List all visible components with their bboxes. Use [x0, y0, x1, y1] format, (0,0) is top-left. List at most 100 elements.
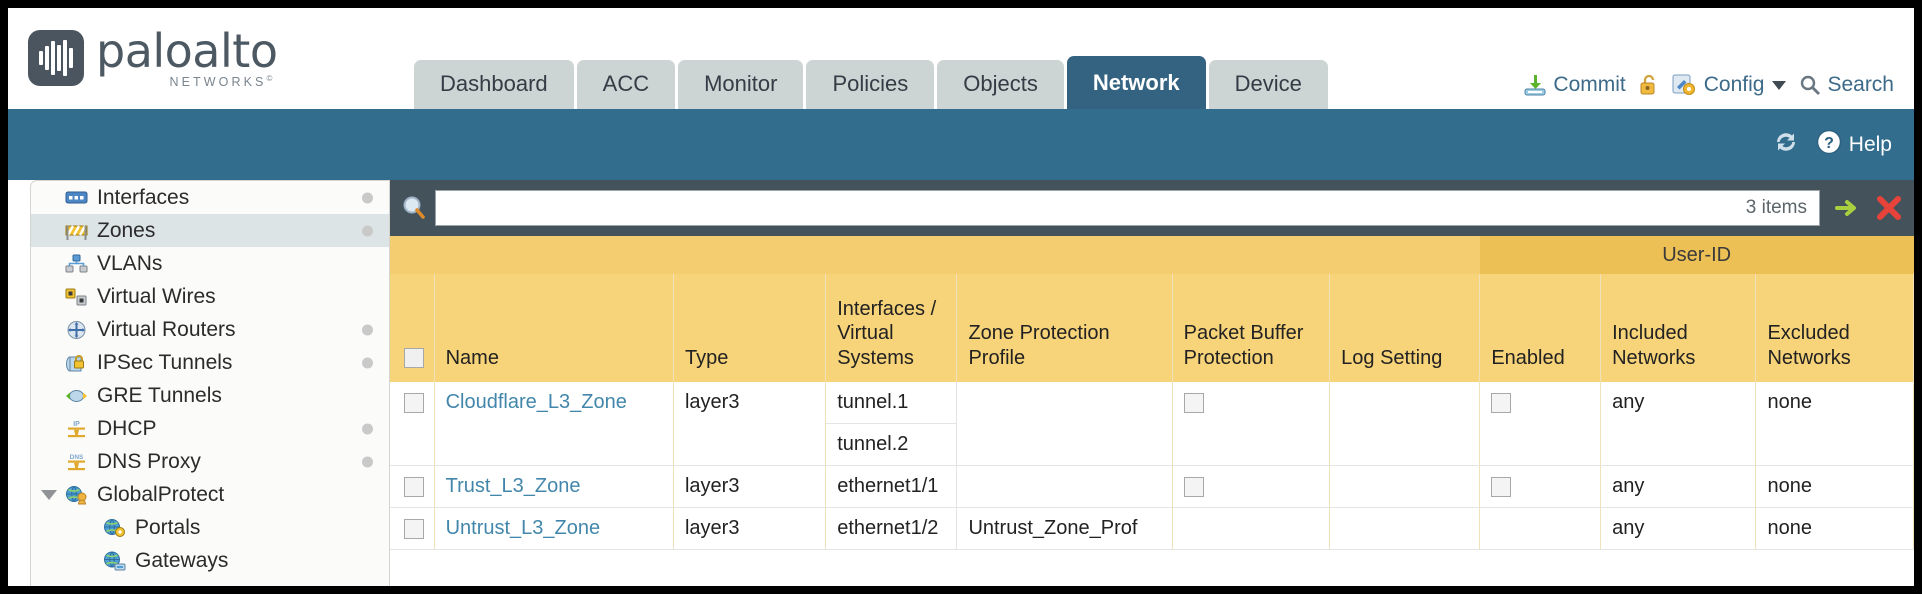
vlans-icon [65, 254, 88, 274]
tab-device[interactable]: Device [1208, 60, 1328, 109]
col-type[interactable]: Type [673, 274, 827, 382]
tab-policies[interactable]: Policies [806, 60, 935, 109]
config-label: Config [1703, 73, 1765, 96]
group-header-user-id: User-ID [1479, 236, 1914, 274]
help-label: Help [1848, 132, 1892, 156]
tab-network[interactable]: Network [1066, 56, 1206, 109]
group-header-blank [390, 236, 1481, 274]
zone-link[interactable]: Cloudflare_L3_Zone [445, 391, 627, 413]
sidebar-label-globalprotect: GlobalProtect [97, 482, 225, 506]
sidebar-item-interfaces[interactable]: Interfaces [31, 181, 389, 214]
status-dot [362, 456, 373, 467]
tab-objects[interactable]: Objects [937, 60, 1064, 109]
help-button[interactable]: ? Help [1816, 129, 1892, 161]
table-group-header-row: User-ID [390, 236, 1914, 274]
config-menu[interactable]: Config [1672, 73, 1787, 97]
top-actions: Commit [1523, 73, 1894, 97]
ipsec-tunnels-icon [65, 353, 88, 373]
sidebar-item-virtual-wires[interactable]: Virtual Wires [31, 280, 389, 313]
col-name[interactable]: Name [434, 274, 674, 382]
sidebar-item-gateways[interactable]: Gateways [31, 544, 389, 577]
interfaces-icon [65, 188, 88, 208]
sidebar-item-gre-tunnels[interactable]: GRE Tunnels [31, 379, 389, 412]
commit-button[interactable]: Commit [1523, 73, 1626, 97]
sidebar-item-dhcp[interactable]: IP DHCP [31, 412, 389, 445]
select-all-checkbox[interactable] [404, 348, 424, 369]
cell-enabled [1479, 507, 1602, 550]
interface-entry: ethernet1/1 [837, 475, 939, 497]
clear-x-icon[interactable] [1872, 191, 1906, 225]
search-input[interactable] [436, 191, 1746, 225]
sidebar-label-dhcp: DHCP [97, 416, 157, 440]
row-checkbox[interactable] [404, 518, 424, 539]
virtual-wires-icon [65, 287, 88, 307]
status-dot [362, 192, 373, 203]
gateways-icon [103, 551, 126, 571]
row-select-cell [390, 382, 435, 466]
cell-log-setting [1329, 465, 1481, 508]
table-row[interactable]: Cloudflare_L3_Zone layer3 tunnel.1 tunne… [390, 382, 1914, 466]
search-label: Search [1827, 73, 1894, 96]
cell-zone-protection-profile [956, 465, 1173, 508]
cell-included-networks: any [1600, 465, 1757, 508]
row-checkbox[interactable] [404, 392, 424, 413]
col-included-networks[interactable]: Included Networks [1600, 274, 1757, 382]
config-wrench-icon [1672, 73, 1698, 97]
tab-acc[interactable]: ACC [576, 60, 676, 109]
cell-excluded-networks: none [1755, 382, 1914, 466]
sidebar-item-vlans[interactable]: VLANs [31, 247, 389, 280]
top-bar: paloalto NETWORKS© Dashboard ACC Monitor… [8, 8, 1914, 109]
sidebar-label-vlans: VLANs [97, 251, 163, 275]
expand-triangle-icon[interactable] [41, 489, 57, 500]
sidebar-item-portals[interactable]: Portals [31, 511, 389, 544]
sidebar-item-dns-proxy[interactable]: DNS DNS Proxy [31, 445, 389, 478]
commit-download-icon [1523, 73, 1547, 97]
col-excluded-networks[interactable]: Excluded Networks [1755, 274, 1914, 382]
col-zone-protection-profile[interactable]: Zone Protection Profile [956, 274, 1173, 382]
globalprotect-icon [65, 485, 88, 505]
sidebar-item-zones[interactable]: Zones [31, 214, 389, 247]
enabled-checkbox[interactable] [1491, 476, 1512, 497]
table-row[interactable]: Untrust_L3_Zone layer3 ethernet1/2 Untru… [390, 507, 1914, 550]
cell-excluded-networks: none [1755, 465, 1914, 508]
apply-arrow-icon[interactable] [1829, 191, 1863, 225]
sidebar-item-globalprotect[interactable]: GlobalProtect [31, 478, 389, 511]
paloalto-logo-icon [28, 30, 84, 87]
packet-buffer-protection-checkbox[interactable] [1183, 392, 1204, 413]
cell-packet-buffer-protection [1172, 465, 1331, 508]
sidebar-label-zones: Zones [97, 218, 156, 242]
col-log-setting[interactable]: Log Setting [1329, 274, 1481, 382]
sidebar-item-ipsec-tunnels[interactable]: IPSec Tunnels [31, 346, 389, 379]
search-field[interactable]: 3 items [435, 190, 1820, 226]
search-button[interactable]: Search [1799, 73, 1894, 97]
col-packet-buffer-protection[interactable]: Packet Buffer Protection [1172, 274, 1331, 382]
row-checkbox[interactable] [404, 476, 424, 497]
zones-panel: 3 items [390, 180, 1914, 586]
select-all-cell [390, 274, 435, 382]
cell-included-networks: any [1600, 507, 1757, 550]
table-body: Cloudflare_L3_Zone layer3 tunnel.1 tunne… [390, 382, 1914, 550]
table-row[interactable]: Trust_L3_Zone layer3 ethernet1/1 [390, 465, 1914, 508]
interface-entry: tunnel.2 [837, 433, 909, 455]
tab-dashboard[interactable]: Dashboard [414, 60, 574, 109]
col-enabled[interactable]: Enabled [1479, 274, 1602, 382]
zone-link[interactable]: Untrust_L3_Zone [445, 517, 601, 539]
row-select-cell [390, 507, 435, 550]
brand-tagline: NETWORKS© [169, 74, 276, 90]
sidebar-label-dns-proxy: DNS Proxy [97, 449, 201, 473]
tab-monitor[interactable]: Monitor [678, 60, 804, 109]
cell-excluded-networks: none [1755, 507, 1914, 550]
lock-button[interactable] [1639, 73, 1659, 97]
zone-link[interactable]: Trust_L3_Zone [445, 475, 581, 497]
main-nav-tabs: Dashboard ACC Monitor Policies Objects N… [414, 56, 1328, 109]
packet-buffer-protection-checkbox[interactable] [1183, 476, 1204, 497]
cell-type: layer3 [673, 507, 827, 550]
status-dot [362, 225, 373, 236]
cell-zone-protection-profile [956, 382, 1173, 466]
refresh-icon[interactable] [1772, 129, 1800, 161]
cell-name: Cloudflare_L3_Zone [434, 382, 674, 466]
enabled-checkbox[interactable] [1491, 392, 1512, 413]
col-interfaces[interactable]: Interfaces / Virtual Systems [825, 274, 958, 382]
sidebar-item-virtual-routers[interactable]: Virtual Routers [31, 313, 389, 346]
cell-zone-protection-profile: Untrust_Zone_Prof [956, 507, 1173, 550]
